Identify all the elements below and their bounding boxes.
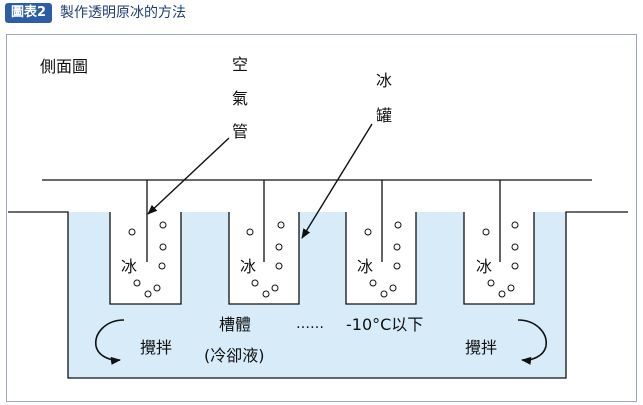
ellipsis-label: …… <box>296 316 324 332</box>
stir-arrow-left <box>95 319 125 365</box>
figure-badge: 圖表2 <box>5 3 53 23</box>
ice-can-3 <box>345 212 417 305</box>
coolant-label: (冷卻液) <box>204 346 265 365</box>
stir-label-left: 攪拌 <box>140 338 172 357</box>
air-bubbles-1 <box>128 221 167 298</box>
air-pipe-label-2: 氣 <box>232 89 248 108</box>
air-bubbles-4 <box>482 221 519 298</box>
ice-label-2: 冰 <box>240 257 256 276</box>
ice-label-4: 冰 <box>476 257 492 276</box>
coolant-liquid <box>68 212 566 378</box>
ice-label-3: 冰 <box>357 257 373 276</box>
ice-can-pointer-arrow <box>301 123 373 239</box>
ice-can-4 <box>463 212 535 305</box>
ice-can-label-2: 罐 <box>376 106 392 125</box>
temperature-label: -10°C以下 <box>346 315 423 334</box>
ice-can-1 <box>109 212 182 305</box>
stir-label-right: 攪拌 <box>465 338 497 357</box>
stir-arrow-right <box>517 319 547 365</box>
ice-can-label-1: 冰 <box>376 71 392 90</box>
side-view-label: 側面圖 <box>40 57 88 76</box>
ice-label-1: 冰 <box>121 257 137 276</box>
air-pipe-label-3: 管 <box>232 122 248 141</box>
figure-title: 製作透明原冰的方法 <box>60 4 187 21</box>
air-pipe-pointer-arrow <box>147 137 230 215</box>
air-bubbles-3 <box>364 221 402 298</box>
air-bubbles-2 <box>246 221 285 298</box>
figure-caption: 圖表2 製作透明原冰的方法 <box>0 0 186 26</box>
tank-outline <box>8 211 628 379</box>
air-pipe-label-1: 空 <box>232 55 248 74</box>
tank-label: 槽體 <box>219 315 251 334</box>
